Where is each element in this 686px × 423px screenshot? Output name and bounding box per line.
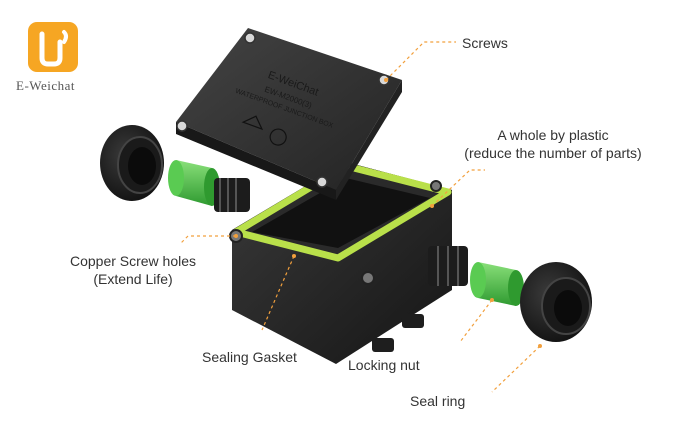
callout-plastic-line1: A whole by plastic (497, 127, 609, 143)
callout-seal-ring: Seal ring (410, 393, 466, 409)
right-locking-nut (470, 262, 524, 306)
leader-copper (179, 235, 236, 245)
box-lid: E-WeiChat EW-M2000(3) WATERPROOF JUNCTIO… (176, 28, 402, 200)
brand-logo (28, 22, 78, 72)
leader-plastic (431, 169, 485, 207)
brand-name: E-Weichat (16, 78, 76, 93)
callout-screws: Screws (462, 35, 508, 51)
left-connector (214, 178, 250, 212)
callout-copper-line1: Copper Screw holes (69, 253, 197, 269)
callout-gasket: Sealing Gasket (202, 349, 297, 365)
callout-locking-nut: Locking nut (348, 357, 420, 373)
right-seal-cap (520, 262, 592, 342)
callout-copper: Copper Screw holes (Extend Life) (58, 252, 208, 288)
lid-screw (244, 32, 256, 44)
callout-plastic: A whole by plastic (reduce the number of… (448, 126, 658, 162)
callout-plastic-line2: (reduce the number of parts) (464, 145, 642, 161)
callout-lines (179, 41, 542, 393)
right-connector (428, 246, 468, 286)
lid-screw (176, 120, 188, 132)
leader-seal-ring (491, 345, 541, 393)
lid-certification-marks (241, 115, 287, 146)
brand-logo-icon (28, 22, 78, 72)
leader-screws (385, 41, 456, 81)
callout-copper-line2: (Extend Life) (93, 271, 173, 287)
left-seal-cap (100, 125, 164, 201)
lid-screw (316, 176, 328, 188)
leader-gasket (261, 255, 295, 331)
leader-locking-nut (459, 299, 493, 343)
left-locking-nut (168, 160, 220, 206)
